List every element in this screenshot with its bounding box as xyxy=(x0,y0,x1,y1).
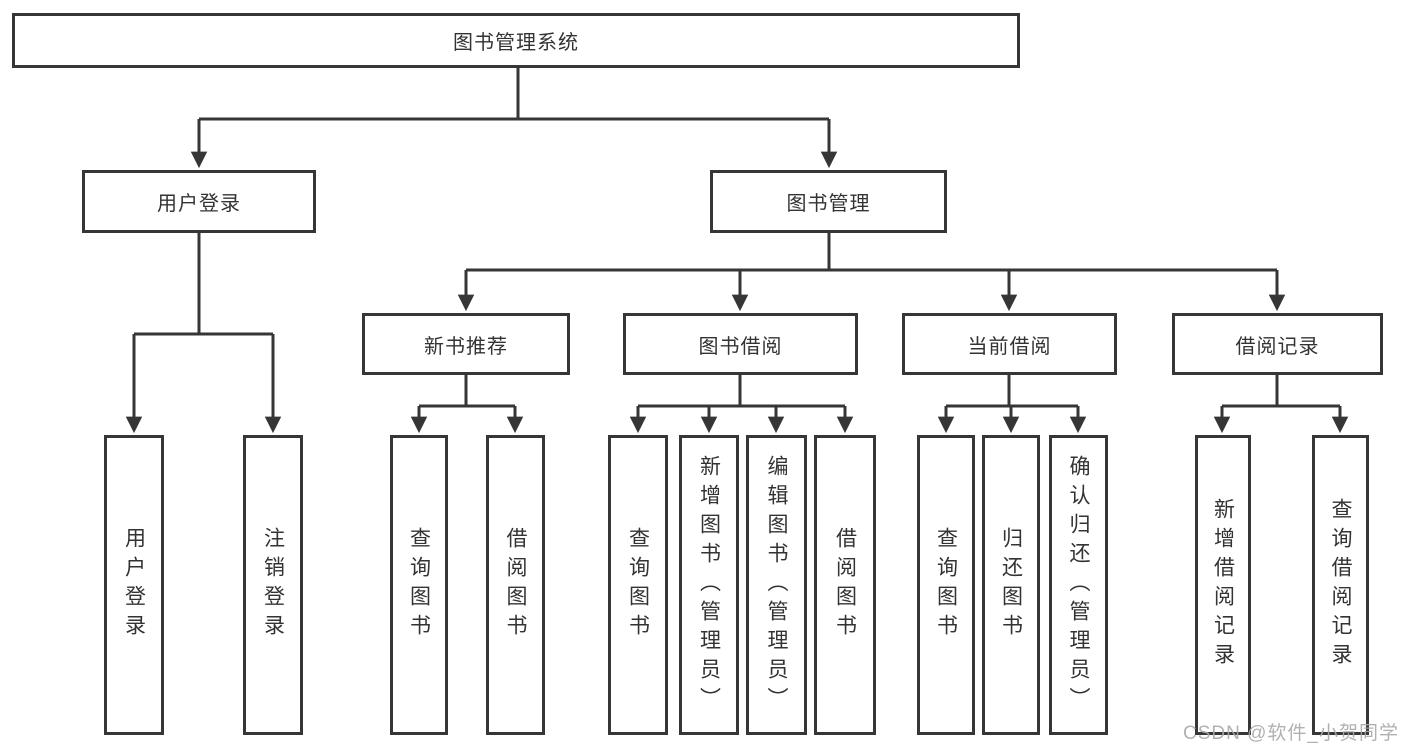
csdn-watermark: CSDN @软件_小贺同学 xyxy=(1183,723,1399,744)
node-label: 当前借阅 xyxy=(967,335,1052,358)
leaf-label: 确认归还（管理员） xyxy=(1067,454,1090,716)
node-label: 借阅记录 xyxy=(1235,335,1320,358)
leaf-logout: 注销登录 xyxy=(243,435,303,735)
node-label: 图书管理系统 xyxy=(453,32,579,54)
leaf-label: 编辑图书（管理员） xyxy=(765,454,788,716)
leaf-label: 新增图书（管理员） xyxy=(697,454,721,716)
leaf-label: 新增借阅记录 xyxy=(1211,498,1235,672)
leaf-borrow-books-recommend: 借阅图书 xyxy=(486,435,545,735)
leaf-label: 借阅图书 xyxy=(833,527,857,643)
node-label: 图书借阅 xyxy=(698,335,783,358)
leaf-label: 用户登录 xyxy=(122,527,146,643)
leaf-borrow-books: 借阅图书 xyxy=(814,435,876,735)
leaf-add-borrow-record: 新增借阅记录 xyxy=(1195,435,1251,735)
leaf-label: 查询借阅记录 xyxy=(1329,498,1352,672)
leaf-edit-book-admin: 编辑图书（管理员） xyxy=(746,435,807,735)
leaf-label: 查询图书 xyxy=(626,527,650,643)
node-label: 用户登录 xyxy=(157,193,241,215)
leaf-query-borrow-record: 查询借阅记录 xyxy=(1312,435,1369,735)
leaf-confirm-return-admin: 确认归还（管理员） xyxy=(1049,435,1108,735)
leaf-label: 查询图书 xyxy=(934,527,958,643)
node-current-borrow: 当前借阅 xyxy=(902,313,1117,375)
leaf-query-books-current: 查询图书 xyxy=(917,435,975,735)
leaf-add-book-admin: 新增图书（管理员） xyxy=(679,435,739,735)
leaf-label: 借阅图书 xyxy=(504,527,527,643)
leaf-query-books-borrow: 查询图书 xyxy=(608,435,668,735)
leaf-query-books-recommend: 查询图书 xyxy=(390,435,448,735)
leaf-label: 注销登录 xyxy=(261,527,285,643)
node-library-management-system: 图书管理系统 xyxy=(12,13,1020,68)
leaf-label: 查询图书 xyxy=(407,527,431,643)
leaf-label: 归还图书 xyxy=(999,527,1023,643)
node-new-book-recommend: 新书推荐 xyxy=(362,313,570,375)
node-book-borrow: 图书借阅 xyxy=(623,313,858,375)
node-label: 图书管理 xyxy=(786,193,871,215)
node-borrow-records: 借阅记录 xyxy=(1172,313,1383,375)
node-book-management: 图书管理 xyxy=(710,170,947,233)
node-user-login: 用户登录 xyxy=(82,170,316,233)
node-label: 新书推荐 xyxy=(424,335,508,358)
leaf-return-books: 归还图书 xyxy=(982,435,1040,735)
leaf-user-login: 用户登录 xyxy=(104,435,164,735)
